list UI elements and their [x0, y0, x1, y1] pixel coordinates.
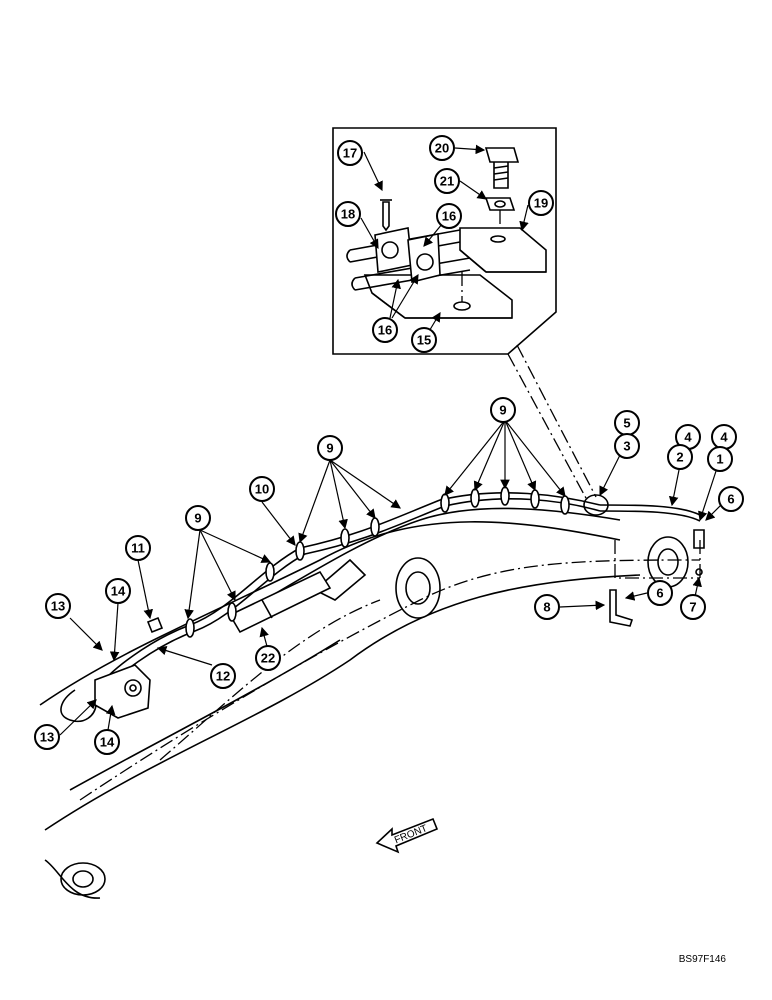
front-direction-arrow: FRONT	[375, 817, 439, 854]
svg-text:22: 22	[261, 651, 275, 666]
callout-12: 12	[210, 663, 236, 689]
svg-text:11: 11	[131, 541, 145, 556]
callout-1: 1	[707, 446, 733, 472]
svg-text:16: 16	[442, 209, 456, 224]
callout-16-bottom: 16	[372, 317, 398, 343]
svg-text:18: 18	[341, 207, 355, 222]
callout-8: 8	[534, 594, 560, 620]
callout-7: 7	[680, 594, 706, 620]
callout-13-top: 13	[45, 593, 71, 619]
callout-6-right: 6	[718, 486, 744, 512]
svg-text:3: 3	[623, 439, 630, 454]
callout-10: 10	[249, 476, 275, 502]
svg-text:20: 20	[435, 141, 449, 156]
callout-22: 22	[255, 645, 281, 671]
svg-text:21: 21	[440, 174, 454, 189]
callout-5: 5	[614, 410, 640, 436]
svg-text:1: 1	[716, 452, 723, 467]
leader-lines	[59, 144, 728, 736]
hydraulic-hoses	[60, 486, 705, 723]
svg-text:9: 9	[326, 441, 333, 456]
svg-text:7: 7	[689, 600, 696, 615]
svg-text:8: 8	[543, 600, 550, 615]
clamp-assembly-detail	[346, 147, 547, 319]
svg-text:14: 14	[100, 735, 115, 750]
svg-text:5: 5	[623, 416, 630, 431]
svg-text:13: 13	[40, 730, 54, 745]
callout-13-bottom: 13	[34, 724, 60, 750]
callout-17: 17	[337, 140, 363, 166]
svg-text:4: 4	[684, 430, 692, 445]
callout-21: 21	[434, 168, 460, 194]
callout-14-top: 14	[105, 578, 131, 604]
front-label: FRONT	[393, 823, 429, 846]
svg-text:2: 2	[676, 450, 683, 465]
svg-text:12: 12	[216, 669, 230, 684]
callout-3: 3	[614, 433, 640, 459]
callout-6-lower: 6	[647, 580, 673, 606]
svg-text:16: 16	[378, 323, 392, 338]
figure-code: BS97F146	[679, 954, 727, 965]
callout-9-right: 9	[490, 397, 516, 423]
callout-18: 18	[335, 201, 361, 227]
callout-20: 20	[429, 135, 455, 161]
svg-text:4: 4	[720, 430, 728, 445]
detail-inset	[332, 127, 597, 501]
svg-text:9: 9	[499, 403, 506, 418]
svg-text:15: 15	[417, 333, 431, 348]
svg-text:14: 14	[111, 584, 126, 599]
callout-11: 11	[125, 535, 151, 561]
svg-text:13: 13	[51, 599, 65, 614]
callout-14-bottom: 14	[94, 729, 120, 755]
excavator-boom	[39, 507, 701, 899]
svg-text:19: 19	[534, 196, 548, 211]
callout-9-left: 9	[185, 505, 211, 531]
svg-text:9: 9	[194, 511, 201, 526]
svg-text:6: 6	[656, 586, 663, 601]
callout-19: 19	[528, 190, 554, 216]
svg-text:17: 17	[343, 146, 357, 161]
svg-text:10: 10	[255, 482, 269, 497]
callout-16-top: 16	[436, 203, 462, 229]
callout-9-middle: 9	[317, 435, 343, 461]
callout-15: 15	[411, 327, 437, 353]
callout-4-right: 4	[711, 424, 737, 450]
svg-text:6: 6	[727, 492, 734, 507]
callout-2: 2	[667, 444, 693, 470]
